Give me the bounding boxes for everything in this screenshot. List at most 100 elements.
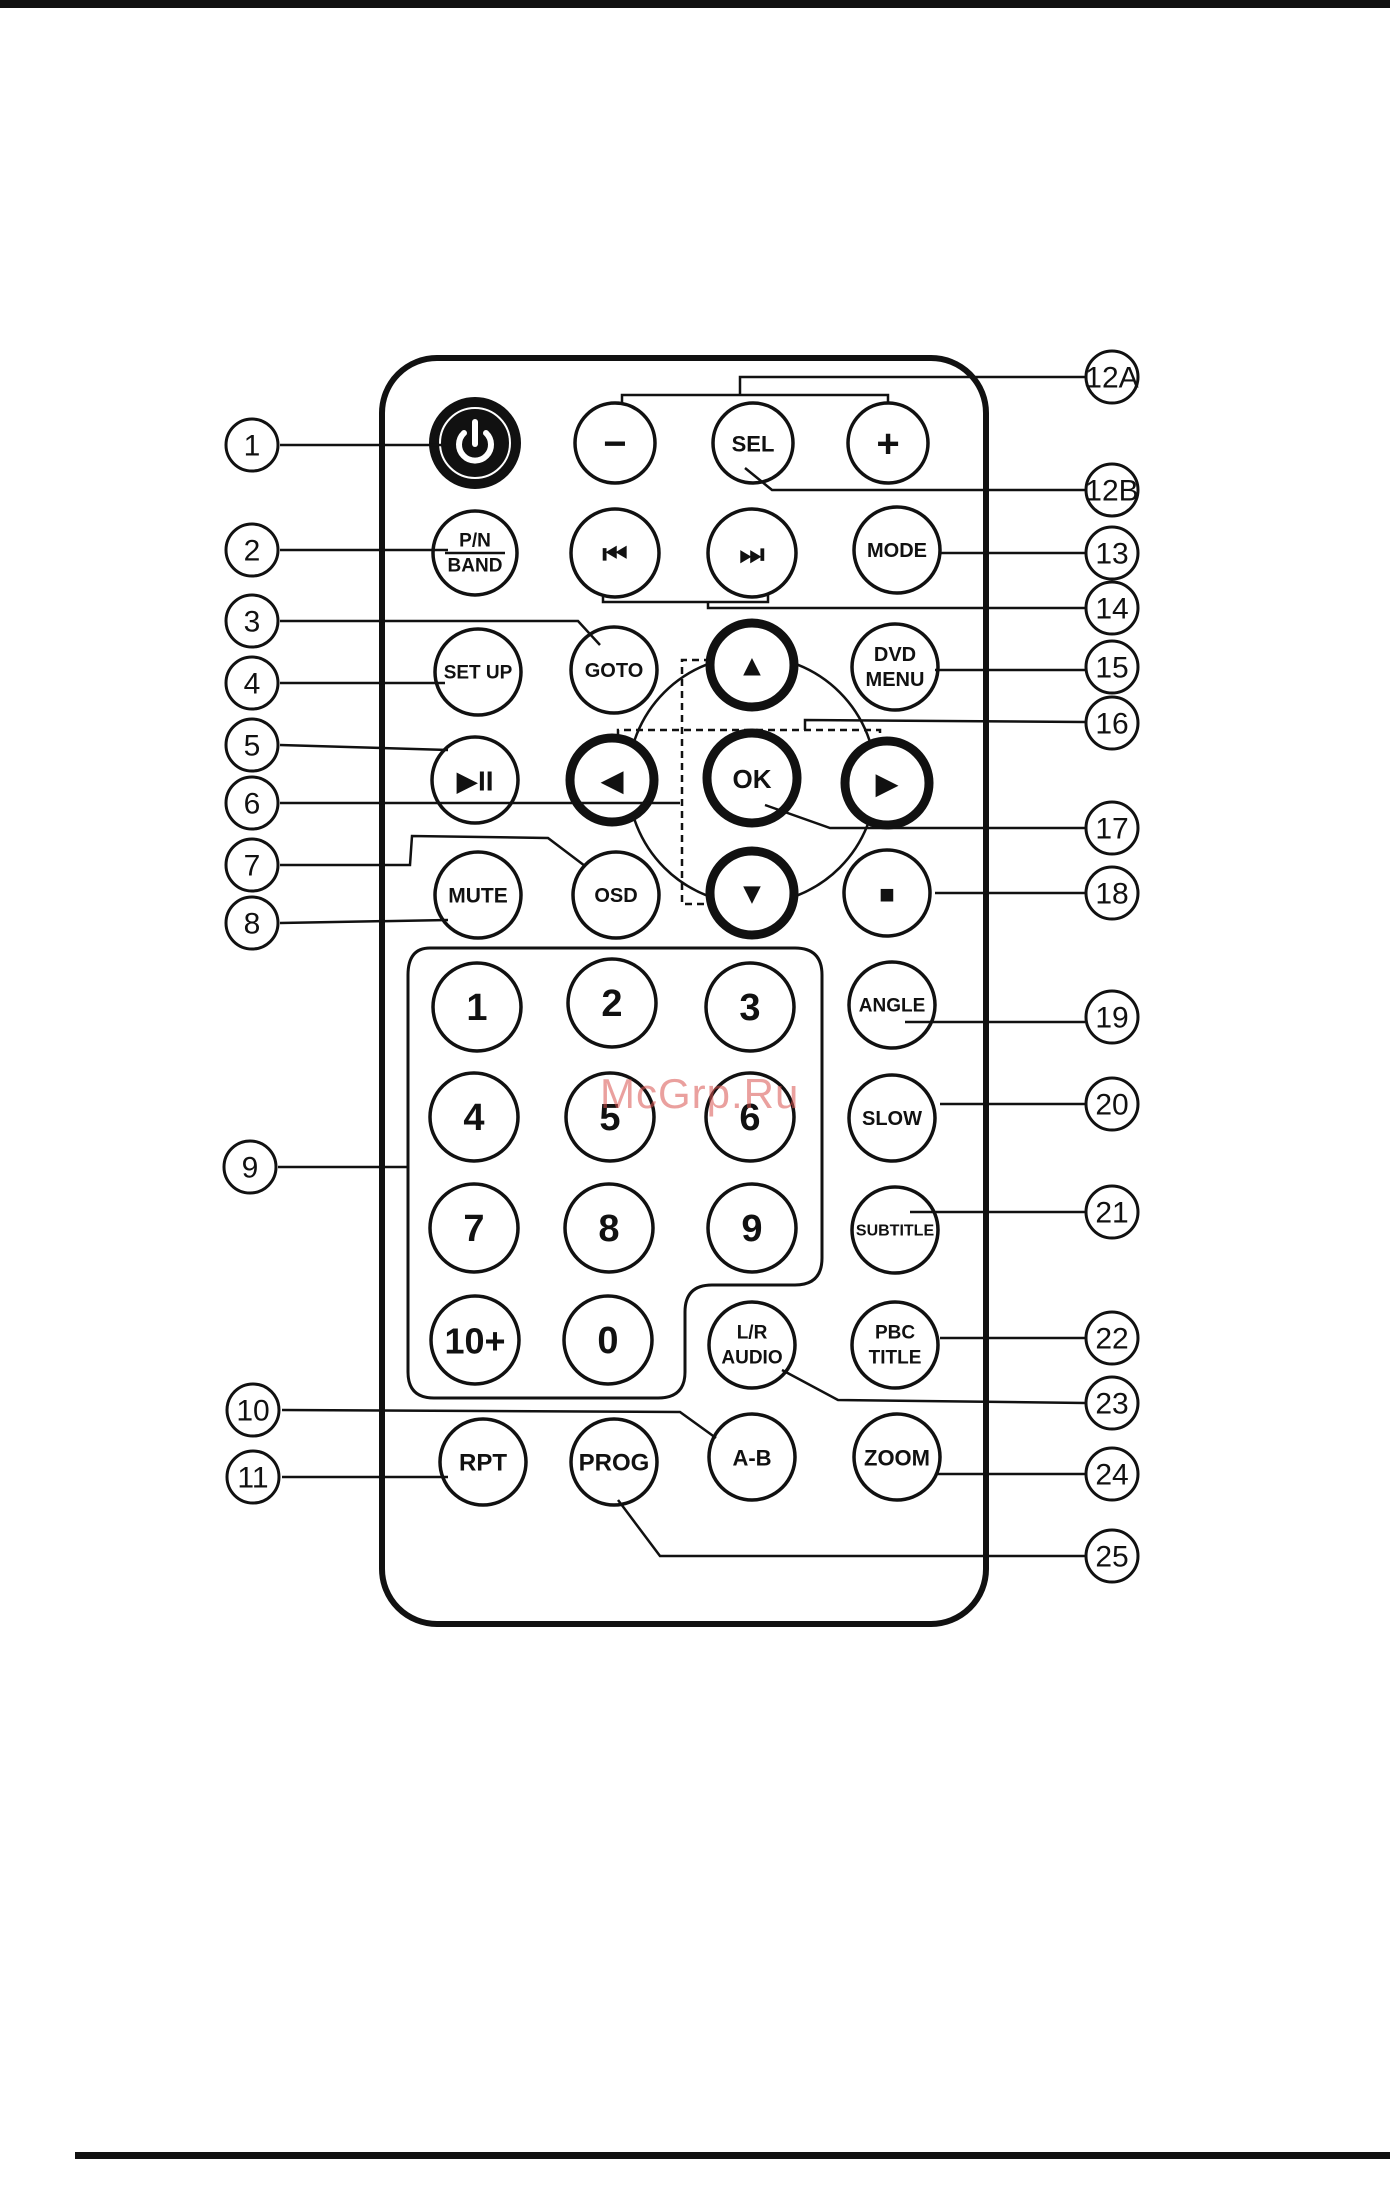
angle-button-label: ANGLE (859, 996, 926, 1017)
callout-number: 16 (1095, 708, 1128, 741)
repeat-button-label: RPT (459, 1450, 507, 1477)
stop-button[interactable]: ■ (844, 850, 930, 936)
volume-down-button[interactable]: − (575, 403, 655, 483)
callout-number: 9 (242, 1152, 259, 1185)
goto-button[interactable]: GOTO (571, 627, 657, 713)
digit-8-button-label: 8 (598, 1208, 619, 1250)
zoom-button[interactable]: ZOOM (854, 1414, 940, 1500)
callout-5: 5 (226, 719, 278, 771)
lr-audio-button-label-top: L/R (737, 1323, 768, 1344)
mode-button-label: MODE (867, 540, 927, 562)
digit-1-button-label: 1 (466, 987, 487, 1029)
leader-3 (280, 621, 600, 645)
callout-number: 22 (1095, 1323, 1128, 1356)
right-arrow-button-label: ▶ (875, 768, 898, 801)
right-arrow-button[interactable]: ▶ (845, 741, 929, 825)
digit-3-button-label: 3 (739, 987, 760, 1029)
digit-2-button[interactable]: 2 (568, 959, 656, 1047)
callout-15: 15 (1086, 641, 1138, 693)
mute-button[interactable]: MUTE (435, 852, 521, 938)
callout-2: 2 (226, 524, 278, 576)
callout-14: 14 (1086, 582, 1138, 634)
ok-button-label: OK (733, 764, 772, 794)
ok-button[interactable]: OK (707, 733, 797, 823)
digit-7-button-label: 7 (463, 1208, 484, 1250)
next-track-button[interactable]: ⏭ (708, 509, 796, 597)
previous-track-button[interactable]: ⏮ (571, 509, 659, 597)
callout-number: 8 (244, 908, 261, 941)
subtitle-button[interactable]: SUBTITLE (852, 1187, 938, 1273)
digit-0-button[interactable]: 0 (564, 1296, 652, 1384)
osd-button[interactable]: OSD (573, 852, 659, 938)
digit-9-button[interactable]: 9 (708, 1184, 796, 1272)
slow-button[interactable]: SLOW (849, 1075, 935, 1161)
digit-10-plus-button[interactable]: 10+ (431, 1296, 519, 1384)
up-arrow-button[interactable]: ▲ (710, 623, 794, 707)
up-arrow-button-label: ▲ (737, 650, 767, 683)
digit-9-button-label: 9 (741, 1208, 762, 1250)
volume-up-button[interactable]: + (848, 403, 928, 483)
callout-number: 2 (244, 535, 261, 568)
leader-5 (280, 745, 448, 750)
angle-button[interactable]: ANGLE (849, 962, 935, 1048)
callout-number: 3 (244, 606, 261, 639)
callout-16: 16 (1086, 697, 1138, 749)
callout-1: 1 (226, 419, 278, 471)
callout-11: 11 (227, 1451, 279, 1503)
callout-number: 7 (244, 850, 261, 883)
down-arrow-button-label: ▼ (737, 878, 767, 911)
setup-button[interactable]: SET UP (435, 629, 521, 715)
repeat-button[interactable]: RPT (440, 1419, 526, 1505)
ab-repeat-button[interactable]: A-B (709, 1414, 795, 1500)
callout-19: 19 (1086, 991, 1138, 1043)
callout-4: 4 (226, 657, 278, 709)
digit-4-button[interactable]: 4 (430, 1073, 518, 1161)
callout-18: 18 (1086, 867, 1138, 919)
callout-number: 25 (1095, 1541, 1128, 1574)
callout-number: 19 (1095, 1002, 1128, 1035)
mode-button[interactable]: MODE (854, 507, 940, 593)
pbc-title-button-face (852, 1302, 938, 1388)
digit-8-button[interactable]: 8 (565, 1184, 653, 1272)
callout-10: 10 (227, 1384, 279, 1436)
callout-8: 8 (226, 897, 278, 949)
watermark: McGrp.Ru (600, 1070, 799, 1118)
callout-13: 13 (1086, 527, 1138, 579)
callout-number: 12B (1085, 475, 1138, 508)
callout-25: 25 (1086, 1530, 1138, 1582)
leader-16 (805, 720, 1085, 730)
callout-number: 23 (1095, 1388, 1128, 1421)
callout-7: 7 (226, 839, 278, 891)
program-button-label: PROG (579, 1450, 650, 1477)
callout-number: 21 (1095, 1197, 1128, 1230)
callout-number: 14 (1095, 593, 1128, 626)
digit-7-button[interactable]: 7 (430, 1184, 518, 1272)
callout-24: 24 (1086, 1448, 1138, 1500)
leader-8 (280, 920, 448, 923)
program-button[interactable]: PROG (571, 1419, 657, 1505)
dvd-menu-button-face (852, 624, 938, 710)
callout-12b: 12B (1085, 464, 1138, 516)
setup-button-label: SET UP (444, 663, 513, 684)
leader-25 (618, 1500, 1085, 1556)
select-button[interactable]: SEL (713, 403, 793, 483)
digit-3-button[interactable]: 3 (706, 963, 794, 1051)
mute-button-label: MUTE (448, 885, 508, 908)
callout-21: 21 (1086, 1186, 1138, 1238)
callout-number: 20 (1095, 1089, 1128, 1122)
down-arrow-button[interactable]: ▼ (710, 851, 794, 935)
digit-1-button[interactable]: 1 (433, 963, 521, 1051)
callout-3: 3 (226, 595, 278, 647)
power-button[interactable] (433, 401, 517, 485)
left-arrow-button[interactable]: ◀ (570, 738, 654, 822)
pbc-title-button-label-bottom: TITLE (869, 1348, 922, 1369)
callout-6: 6 (226, 777, 278, 829)
callout-9: 9 (224, 1141, 276, 1193)
ab-repeat-button-label: A-B (732, 1446, 771, 1471)
play-pause-button-label: ▶II (456, 766, 493, 797)
leader-23 (782, 1370, 1085, 1403)
